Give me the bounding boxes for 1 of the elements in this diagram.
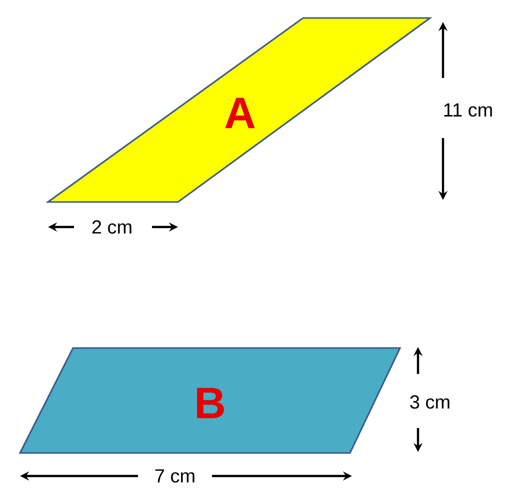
dimension-label: 2 cm	[92, 220, 132, 234]
